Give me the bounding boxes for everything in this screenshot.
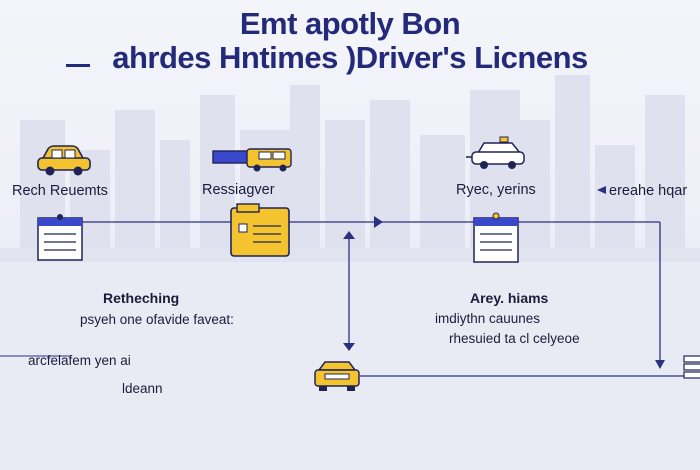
label-ereahe-hqar: ereahe hqar bbox=[609, 183, 688, 199]
form-document-icon bbox=[37, 214, 83, 261]
label-ressiagver: Ressiagver bbox=[202, 182, 275, 198]
note-bottom-left: arcfelafem yen ai bbox=[28, 353, 131, 368]
label-reach-requirements: Rech Reuemts bbox=[12, 183, 108, 199]
arrow-up-middle bbox=[343, 231, 355, 239]
title-dash bbox=[66, 64, 90, 67]
taxi-car-icon bbox=[37, 145, 91, 176]
diagram-title: Emt apotly Bon bbox=[239, 6, 461, 41]
note-rheslied-line: rhesuied ta cl celyeoe bbox=[449, 331, 580, 346]
patrol-car-icon bbox=[466, 136, 525, 169]
clipboard-icon bbox=[473, 212, 519, 263]
folder-icon bbox=[230, 203, 290, 257]
note-psyeh-line: psyeh one ofavide faveat: bbox=[80, 312, 234, 327]
note-imdiy-line: imdiythn cauunes bbox=[435, 311, 541, 326]
small-arrow-icon bbox=[597, 186, 606, 194]
car-front-icon bbox=[314, 361, 360, 391]
arrow-down-right bbox=[655, 360, 665, 369]
diagram-subtitle: ahrdes Hntimes )Driver's Licnens bbox=[112, 40, 588, 75]
note-ideann: ldeann bbox=[122, 381, 163, 396]
paper-stack-icon bbox=[683, 355, 700, 379]
arrow-down-middle bbox=[343, 343, 355, 351]
note-retheching: Retheching bbox=[103, 290, 180, 306]
tow-truck-icon bbox=[212, 148, 292, 172]
arrow-right-middle bbox=[374, 216, 383, 228]
label-ryec-yerins: Ryec, yerins bbox=[456, 182, 536, 198]
note-arey-hiams: Arey. hiams bbox=[470, 290, 549, 306]
